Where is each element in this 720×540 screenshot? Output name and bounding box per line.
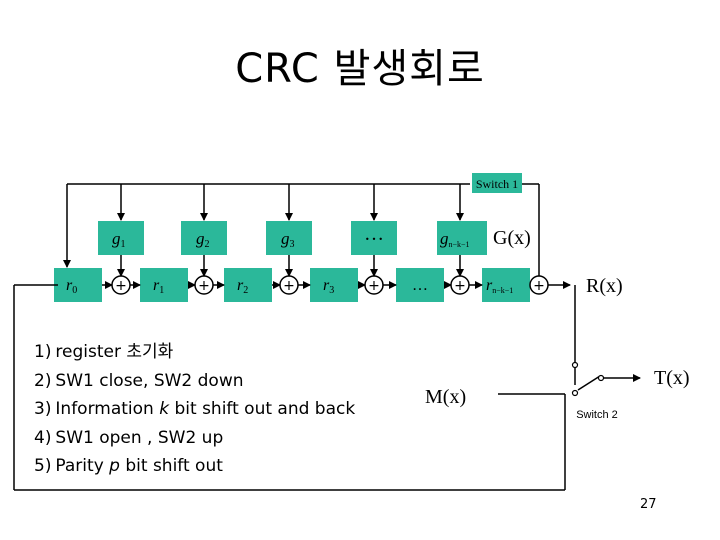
r1-label: r1 [153, 277, 164, 296]
adder-1 [111, 275, 131, 295]
rx-label: R(x) [586, 275, 623, 297]
steps-list: 1) register 초기화 2) SW1 close, SW2 down 3… [34, 338, 355, 481]
step-item: 1) register 초기화 [34, 342, 174, 362]
switch1-box[interactable] [472, 173, 522, 193]
rn-label: rn−k−1 [486, 277, 513, 295]
g-boxes [98, 221, 487, 255]
r3-box [310, 268, 358, 302]
step-item: 3) Information k bit shift out and back [34, 399, 356, 419]
adder-4-symbol: + [368, 278, 380, 294]
g3-box [266, 221, 312, 255]
g2-label: g2 [196, 229, 210, 250]
g1-label: g1 [112, 229, 126, 250]
g-ellipsis: … [364, 223, 384, 245]
step-item: 2) SW1 close, SW2 down [34, 370, 244, 391]
g3-label: g3 [281, 229, 295, 250]
r3-label: r3 [323, 277, 334, 296]
gx-label: G(x) [493, 227, 531, 249]
adder-1-symbol: + [115, 278, 127, 294]
adder-4 [364, 275, 384, 295]
switch2-blade [577, 375, 601, 391]
slide-title: CRC 발생회로 [235, 46, 485, 92]
adder-5 [450, 275, 470, 295]
adder-3-symbol: + [283, 278, 295, 294]
output-path [13, 284, 641, 491]
step-item: 4) SW1 open , SW2 up [34, 427, 224, 448]
rn-box [482, 268, 530, 302]
switch2[interactable] [571, 361, 605, 397]
r1-box [140, 268, 188, 302]
r0-label: r0 [66, 277, 77, 296]
gn-label: gn−k−1 [440, 229, 470, 249]
r2-box [224, 268, 272, 302]
switch1-label: Switch 1 [476, 177, 518, 191]
step-item: 5) Parity p bit shift out [34, 456, 223, 476]
tx-label: T(x) [654, 367, 690, 389]
r-ellipsis: … [412, 277, 428, 294]
r0-box [54, 268, 102, 302]
g2-box [181, 221, 227, 255]
mx-label: M(x) [425, 386, 466, 408]
r-boxes [54, 268, 530, 302]
gn-box [437, 221, 487, 255]
adder-output [529, 275, 549, 295]
rdots-box [396, 268, 444, 302]
adder-3 [279, 275, 299, 295]
adder-2-symbol: + [198, 278, 210, 294]
adder-output-symbol: + [533, 278, 545, 294]
page-number: 27 [640, 497, 657, 512]
switch2-label: Switch 2 [576, 409, 618, 421]
feedback-bus [63, 183, 540, 285]
adder-5-symbol: + [454, 278, 466, 294]
gdots-box [351, 221, 397, 255]
adder-2 [194, 275, 214, 295]
g1-box [98, 221, 144, 255]
g-to-adder-lines [117, 255, 464, 277]
adders [111, 275, 549, 295]
r2-label: r2 [237, 277, 248, 296]
